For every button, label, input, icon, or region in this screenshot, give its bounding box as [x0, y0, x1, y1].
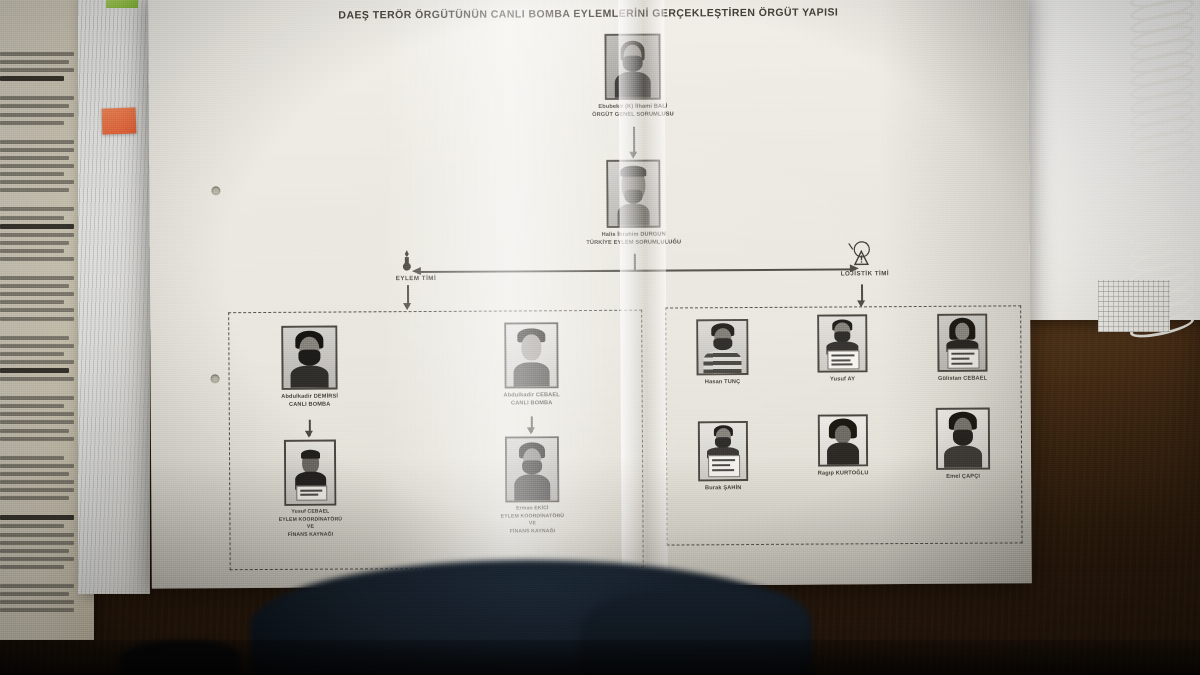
- mugshot-photo: [506, 324, 557, 387]
- book-text-column: [0, 52, 76, 612]
- member-name: Abdulkadir CEBAEL: [503, 392, 560, 399]
- photo-frame: [696, 319, 749, 376]
- photo-frame: [817, 314, 868, 373]
- member-role: CANLI BOMBA: [288, 401, 331, 409]
- member-caption: Yusuf AY: [791, 375, 895, 384]
- group-label-eylem-timi: EYLEM TİMİ: [395, 274, 437, 283]
- photo-frame: [504, 322, 559, 389]
- warning-triangle-icon: [846, 240, 872, 266]
- foreground-shadow: [0, 640, 1200, 675]
- edge-arrow: [526, 427, 535, 435]
- member-name: Abdulkadir DEMİRSİ: [281, 393, 339, 400]
- bomb-icon: [399, 249, 415, 271]
- sticky-note-green: [106, 0, 138, 8]
- page-stack: [78, 0, 150, 594]
- edge-eylem-arrow: [403, 303, 412, 311]
- sticky-note-orange: [101, 107, 137, 135]
- member-name: Hasan TUNÇ: [704, 379, 741, 386]
- punch-hole-bottom: [210, 374, 220, 384]
- printed-document-page: DAEŞ TERÖR ÖRGÜTÜNÜN CANLI BOMBA EYLEMLE…: [148, 0, 1032, 589]
- page-stack-edges: [78, 0, 150, 594]
- member-lojistik-0: Hasan TUNÇ: [670, 319, 774, 387]
- member-caption: Hasan TUNÇ: [671, 378, 775, 387]
- mugshot-photo: [283, 327, 336, 388]
- member-name: Yusuf AY: [830, 376, 856, 383]
- mugshot-photo: [819, 316, 866, 371]
- member-role: CANLI BOMBA: [510, 400, 553, 407]
- spiral-notebook: [1013, 0, 1200, 320]
- member-lojistik-1: Yusuf AY: [790, 314, 894, 384]
- punch-hole-top: [211, 186, 221, 196]
- edge-arrow: [304, 430, 313, 438]
- mugshot-photo: [698, 321, 747, 374]
- notebook-grid-paper: [1098, 280, 1170, 332]
- photo-frame: [281, 325, 338, 390]
